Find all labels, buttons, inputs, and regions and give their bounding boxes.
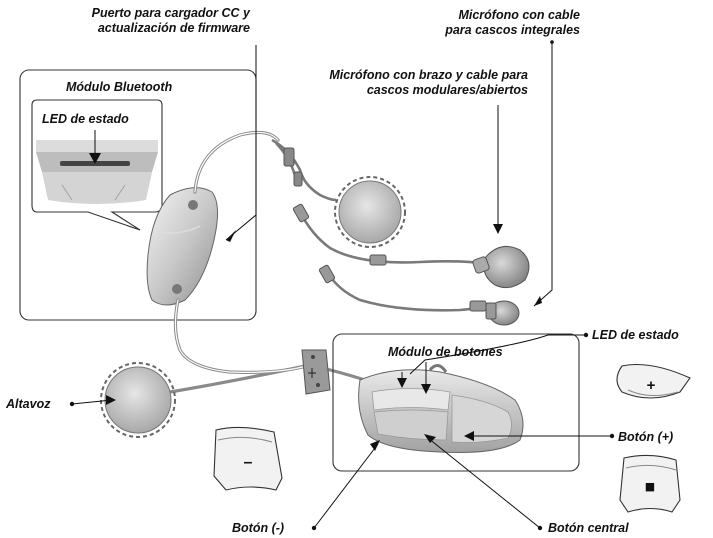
button-module-unit bbox=[358, 364, 524, 453]
boom-mic bbox=[472, 245, 530, 289]
led-inset bbox=[31, 99, 163, 231]
plus-button-cap bbox=[616, 363, 691, 399]
leader-wired-mic bbox=[533, 42, 553, 307]
label-bluetooth-module: Módulo Bluetooth bbox=[66, 80, 173, 94]
leader-dots bbox=[69, 40, 615, 531]
cable-clip bbox=[301, 349, 331, 395]
center-button-cap bbox=[619, 454, 681, 513]
cable-outline bbox=[174, 131, 311, 373]
leader-center bbox=[427, 437, 541, 529]
label-speaker: Altavoz bbox=[6, 397, 51, 411]
wired-mic bbox=[485, 300, 520, 326]
label-button-center: Botón central bbox=[548, 521, 629, 535]
leader-dc-port bbox=[225, 45, 257, 241]
bluetooth-unit bbox=[146, 187, 218, 306]
label-button-minus: Botón (-) bbox=[232, 521, 285, 535]
minus-symbol: – bbox=[244, 454, 253, 471]
label-led-status-right: LED de estado bbox=[592, 328, 679, 342]
speaker bbox=[100, 362, 176, 438]
leader-minus bbox=[313, 443, 379, 529]
center-symbol: ■ bbox=[645, 480, 655, 493]
label-dc-port: Puerto para cargador CC y actualización … bbox=[91, 6, 250, 35]
label-wired-mic: Micrófono con cable para cascos integral… bbox=[445, 8, 580, 37]
leader-arrows bbox=[89, 153, 542, 451]
mic-pad-disc bbox=[334, 176, 406, 248]
button-module-box bbox=[332, 333, 580, 472]
label-button-module: Módulo de botones bbox=[388, 345, 503, 359]
plus-symbol: + bbox=[647, 377, 656, 394]
minus-button-cap bbox=[213, 426, 283, 491]
leader-speaker bbox=[71, 399, 113, 405]
label-button-plus: Botón (+) bbox=[618, 430, 674, 444]
label-boom-mic: Micrófono con brazo y cable para cascos … bbox=[329, 68, 528, 97]
wire-cluster bbox=[271, 138, 493, 312]
label-led-status-top: LED de estado bbox=[42, 112, 129, 126]
